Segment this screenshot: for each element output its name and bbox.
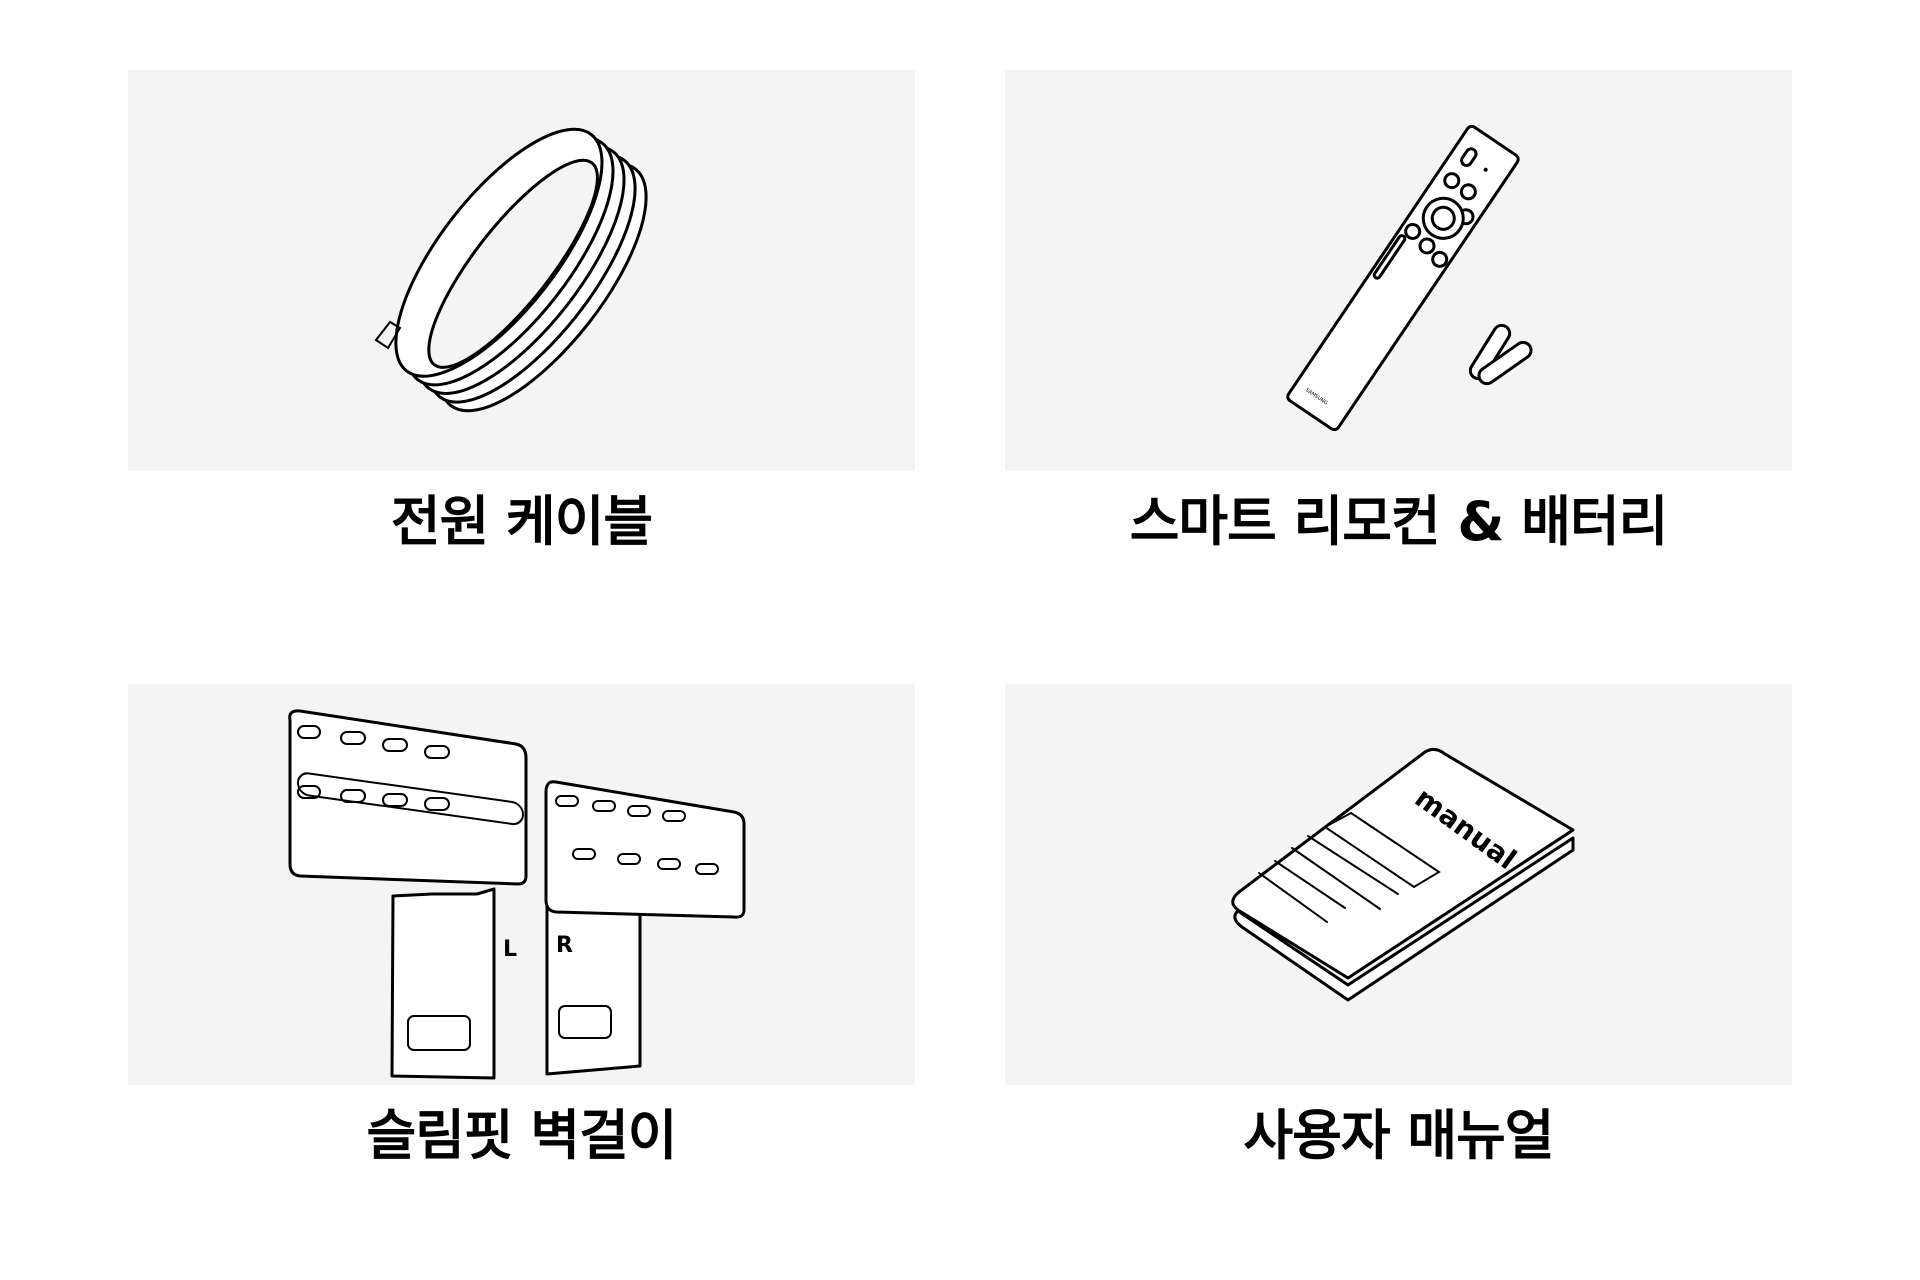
wall-mount-icon: L R [288, 709, 746, 1080]
illustration-panel: SAMSUNG [1005, 70, 1792, 471]
item-label: 전원 케이블 [390, 490, 653, 553]
item-label: 슬림핏 벽걸이 [366, 1104, 678, 1167]
bracket-right-mark: R [556, 933, 573, 958]
illustration-panel: L R [128, 684, 915, 1085]
item-label: 사용자 매뉴얼 [1243, 1104, 1555, 1167]
illustration-panel: manual [1005, 684, 1792, 1085]
illustration-panel [128, 70, 915, 471]
manual-book-icon: manual [1231, 747, 1575, 1002]
bracket-left-mark: L [503, 937, 517, 962]
remote-control-icon: SAMSUNG [1286, 124, 1533, 432]
item-label: 스마트 리모컨 & 배터리 [1129, 490, 1669, 553]
power-cable-icon [374, 127, 648, 413]
